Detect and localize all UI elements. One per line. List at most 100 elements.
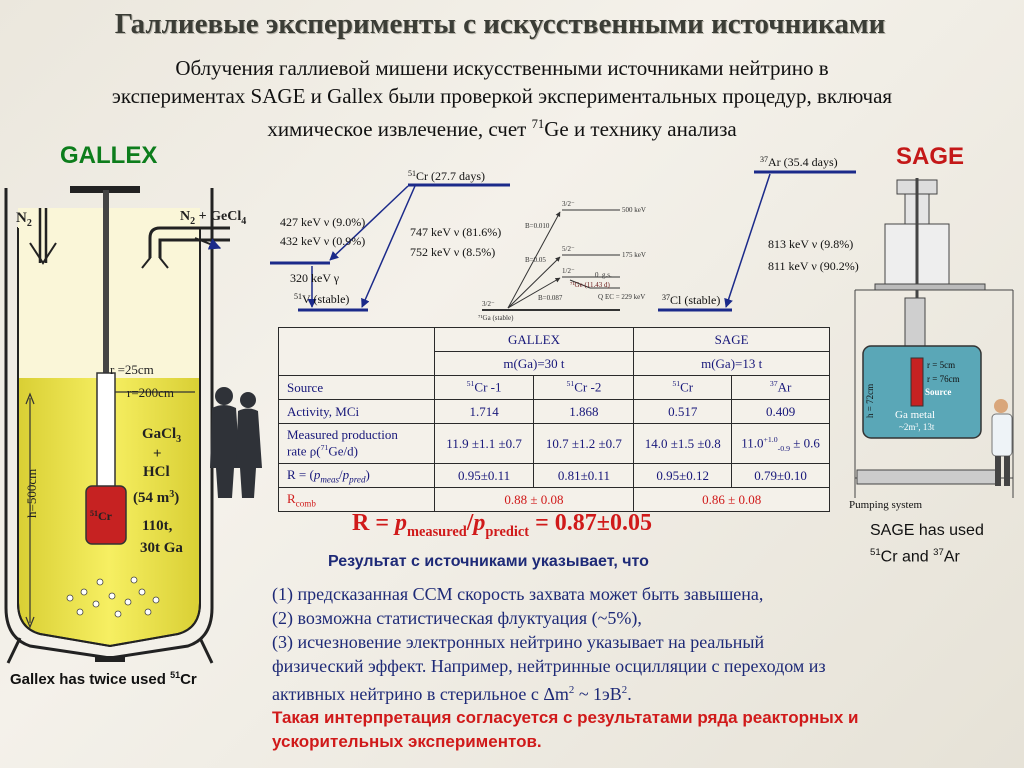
table-cell: 14.0 ±1.5 ±0.8 xyxy=(633,423,733,464)
svg-text:h = 72cm: h = 72cm xyxy=(865,384,875,418)
table-cell: 0.79±0.10 xyxy=(731,463,830,488)
table-row: GALLEX SAGE xyxy=(278,327,830,376)
table-cell: 0.409 xyxy=(731,399,830,424)
result-point-1: (1) предсказанная ССМ скорость захвата м… xyxy=(272,584,764,604)
table-row: Activity, MCi 1.714 1.868 0.517 0.409 xyxy=(278,399,830,424)
table-cell: 51Cr -1 xyxy=(433,375,535,400)
gas-bubbles xyxy=(66,576,160,618)
svg-text:r = 76cm: r = 76cm xyxy=(927,374,960,384)
table-cell: 0.517 xyxy=(633,399,733,424)
sage-source-capsule xyxy=(910,357,924,407)
svg-text:427 keV ν (9.0%): 427 keV ν (9.0%) xyxy=(280,215,365,229)
n2-gecl4-label: N2 + GeCl4 xyxy=(180,209,246,227)
svg-text:EC = 229 keV: EC = 229 keV xyxy=(605,293,645,301)
intro-paragraph: Облучения галлиевой мишени искусственным… xyxy=(10,54,994,143)
people-silhouettes xyxy=(210,387,262,498)
svg-text:(54 m3): (54 m3) xyxy=(133,489,179,506)
svg-text:30t Ga: 30t Ga xyxy=(140,540,183,556)
svg-text:432 keV ν (0.9%): 432 keV ν (0.9%) xyxy=(280,234,365,248)
table-cell: m(Ga)=13 t xyxy=(633,351,830,376)
svg-text:GaCl3: GaCl3 xyxy=(142,426,181,445)
svg-text:HCl: HCl xyxy=(143,464,170,480)
row-label-comb: Rcomb xyxy=(278,487,435,512)
radius-small-label: r =25cm xyxy=(110,362,154,377)
height-label: h=500cm xyxy=(24,469,39,518)
svg-text:51Cr (27.7 days): 51Cr (27.7 days) xyxy=(408,169,485,183)
result-point-2: (2) возможна статистическая флуктуация (… xyxy=(272,608,642,628)
svg-text:~2m3, 13t: ~2m3, 13t xyxy=(899,422,935,432)
svg-text:320 keV γ: 320 keV γ xyxy=(290,271,340,285)
svg-text:811 keV ν (90.2%): 811 keV ν (90.2%) xyxy=(768,259,859,273)
svg-text:51V (stable): 51V (stable) xyxy=(294,292,349,306)
cr-source-capsule xyxy=(85,485,127,545)
table-row: R = (pmeas/ppred) 0.95±0.11 0.81±0.11 0.… xyxy=(278,463,830,488)
sage-apparatus-diagram: r = 5cm r = 76cm h = 72cm Source Ga meta… xyxy=(849,178,1014,511)
table-cell: 0.81±0.11 xyxy=(533,463,635,488)
svg-text:500 keV: 500 keV xyxy=(622,206,646,214)
row-label-production: Measured production rate ρ(71Ge/d) xyxy=(278,423,435,464)
table-cell: 37Ar xyxy=(731,375,830,400)
svg-text:⁷¹Ge (11.43 d): ⁷¹Ge (11.43 d) xyxy=(570,281,611,289)
table-corner-cell xyxy=(278,327,435,376)
table-header-sage: SAGE xyxy=(633,327,830,352)
result-point-3: (3) исчезновение электронных нейтрино ук… xyxy=(272,632,765,652)
table-row: Measured production rate ρ(71Ge/d) 11.9 … xyxy=(278,423,830,464)
sage-note: SAGE has used 51Cr and 37Ar xyxy=(870,522,984,566)
sage-label: SAGE xyxy=(896,143,965,170)
svg-text:Ga metal: Ga metal xyxy=(895,409,935,421)
result-heading: Результат с источниками указывает, что xyxy=(328,553,649,570)
intro-line-2: экспериментах SAGE и Gallex были проверк… xyxy=(111,84,893,108)
ga71-level-scheme xyxy=(482,209,620,311)
table-cell: 1.714 xyxy=(433,399,535,424)
svg-text:B=0.05: B=0.05 xyxy=(525,256,546,264)
result-points: (1) предсказанная ССМ скорость захвата м… xyxy=(272,582,992,706)
svg-text:0: 0 xyxy=(595,271,599,279)
svg-text:37Cl (stable): 37Cl (stable) xyxy=(662,293,720,307)
svg-text:r = 5cm: r = 5cm xyxy=(927,360,955,370)
svg-text:747 keV ν (81.6%): 747 keV ν (81.6%) xyxy=(410,225,501,239)
svg-text:3/2⁻: 3/2⁻ xyxy=(482,300,495,308)
svg-text:813 keV ν (9.8%): 813 keV ν (9.8%) xyxy=(768,237,853,251)
svg-text:752 keV ν (8.5%): 752 keV ν (8.5%) xyxy=(410,245,495,259)
intro-line-3: химическое извлечение, счет 71Ge и техни… xyxy=(267,117,737,141)
table-cell: 0.95±0.11 xyxy=(433,463,535,488)
svg-text:g.s.: g.s. xyxy=(602,271,612,279)
results-table: GALLEX SAGE m(Ga)=30 t m(Ga)=13 t Source… xyxy=(278,327,830,512)
table-cell: 11.9 ±1.1 ±0.7 xyxy=(433,423,535,464)
svg-text:Source: Source xyxy=(925,387,951,397)
page-title: Галлиевые эксперименты с искусственными … xyxy=(114,8,886,40)
source-rod xyxy=(103,190,109,490)
svg-text:175 keV: 175 keV xyxy=(622,251,646,259)
gallex-tank-diagram: N2 N2 + GeCl4 r =25cm r=200cm h=500cm 51… xyxy=(4,186,262,664)
table-row: Source 51Cr -1 51Cr -2 51Cr 37Ar xyxy=(278,375,830,400)
result-point-3-end: активных нейтрино в стерильное с Δm2 ~ 1… xyxy=(272,684,632,704)
row-label-activity: Activity, MCi xyxy=(278,399,435,424)
svg-text:5/2⁻: 5/2⁻ xyxy=(562,245,575,253)
table-row: Rcomb 0.88 ± 0.08 0.86 ± 0.08 xyxy=(278,487,830,512)
tank-contents-text: GaCl3 + HCl (54 m3) 110t, 30t Ga xyxy=(133,426,183,556)
svg-text:37Ar (35.4 days): 37Ar (35.4 days) xyxy=(760,155,838,169)
table-cell: 0.86 ± 0.08 xyxy=(633,487,830,512)
svg-text:Q: Q xyxy=(598,293,603,301)
row-label-ratio: R = (pmeas/ppred) xyxy=(278,463,435,488)
decay-scheme-diagram: 51Cr (27.7 days) 427 keV ν (9.0%) 432 ke… xyxy=(270,155,859,322)
svg-text:⁷¹Ga (stable): ⁷¹Ga (stable) xyxy=(478,314,514,322)
table-cell: 0.95±0.12 xyxy=(633,463,733,488)
result-point-3-cont: физический эффект. Например, нейтринные … xyxy=(272,656,826,676)
svg-text:1/2⁻: 1/2⁻ xyxy=(562,267,575,275)
table-cell: 11.0+1.0-0.9 ± 0.6 xyxy=(731,423,830,464)
table-cell: 51Cr xyxy=(633,375,733,400)
source-label: 51Cr xyxy=(90,509,113,523)
table-header-gallex: GALLEX xyxy=(433,327,635,352)
table-cell: 10.7 ±1.2 ±0.7 xyxy=(533,423,635,464)
table-cell: 51Cr -2 xyxy=(533,375,635,400)
intro-line-1: Облучения галлиевой мишени искусственным… xyxy=(175,56,829,80)
svg-text:3/2⁻: 3/2⁻ xyxy=(562,200,575,208)
table-cell: 0.88 ± 0.08 xyxy=(433,487,635,512)
row-label-source: Source xyxy=(278,375,435,400)
svg-text:+: + xyxy=(153,446,162,462)
combined-ratio-formula: R = pmeasured/ppredict = 0.87±0.05 xyxy=(352,510,652,540)
table-row: m(Ga)=30 t m(Ga)=13 t xyxy=(279,351,830,376)
svg-text:110t,: 110t, xyxy=(142,518,173,534)
scientist-figure xyxy=(991,399,1013,486)
